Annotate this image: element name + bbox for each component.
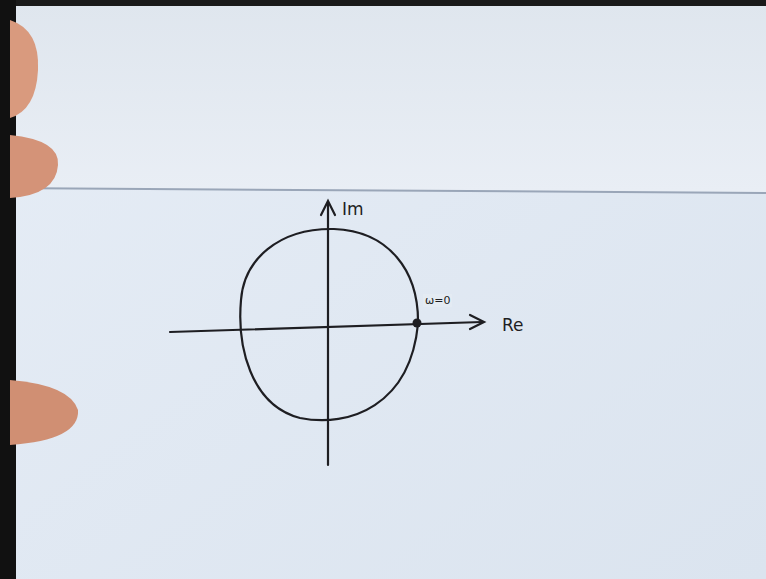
arrowhead	[470, 315, 484, 329]
axis-label: Re	[500, 316, 526, 335]
top-edge	[0, 0, 766, 6]
finger	[10, 20, 38, 118]
paper-flap	[0, 0, 766, 192]
finger	[10, 135, 58, 198]
point-label: ω=0	[423, 294, 452, 307]
axis-label: Im	[340, 200, 366, 219]
arrowhead	[321, 201, 335, 215]
unit-circle	[240, 229, 418, 420]
real-axis	[170, 322, 482, 332]
point-dot	[413, 319, 422, 328]
finger	[10, 380, 78, 445]
paper-fold	[0, 188, 766, 193]
imaginary-axis	[327, 203, 329, 465]
